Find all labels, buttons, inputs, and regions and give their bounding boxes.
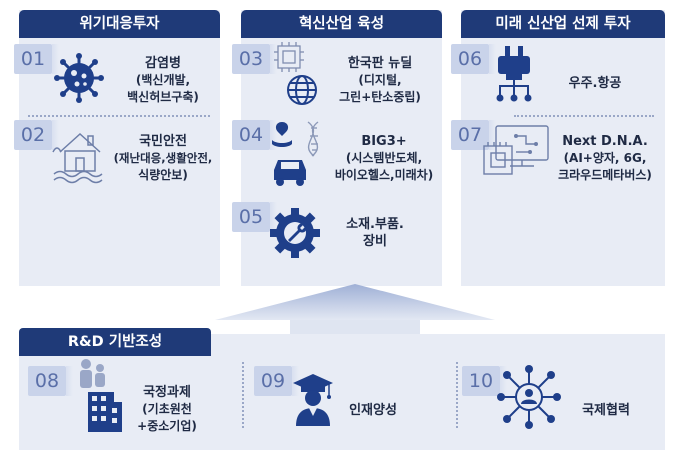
item-detail-04b: 바이오헬스,미래차) xyxy=(334,168,434,182)
item-label-10: 국제협력 xyxy=(566,402,646,419)
item-detail-08a: (기초원천 xyxy=(142,402,192,416)
column-title-innovation-industry: 혁신산업 육성 xyxy=(241,10,442,38)
house-flood-icon xyxy=(52,132,103,184)
item-title-10: 국제협력 xyxy=(582,403,630,418)
item-detail-01a: (백신개발, xyxy=(135,73,191,87)
item-detail-05: 장비 xyxy=(363,234,387,249)
gear-wrench-icon xyxy=(270,208,320,258)
item-label-03: 한국판 뉴딜 (디지털, 그린+탄소중립) xyxy=(322,55,438,106)
item-title-08: 국정과제 xyxy=(143,385,191,400)
item-label-07: Next D.N.A. (AI+양자, 6G, 크라우드메타버스) xyxy=(548,133,662,184)
item-number-07: 07 xyxy=(451,120,496,150)
circuit-board-icon xyxy=(483,125,549,175)
item-title-06: 우주.항공 xyxy=(568,76,622,91)
item-number-03: 03 xyxy=(232,44,277,74)
separator-06 xyxy=(514,115,654,117)
item-number-08: 08 xyxy=(28,366,73,396)
rocket-icon xyxy=(496,46,532,102)
item-detail-03a: (디지털, xyxy=(358,73,402,87)
chip-globe-icon xyxy=(274,42,317,105)
graduate-icon xyxy=(293,374,333,426)
item-number-02: 02 xyxy=(14,120,59,150)
item-number-01: 01 xyxy=(14,44,59,74)
vertical-separator-1 xyxy=(242,362,244,428)
item-title-09: 인재양성 xyxy=(349,403,397,418)
item-label-02: 국민안전 (재난대응,생활안전, 식량안보) xyxy=(106,133,220,184)
item-label-05: 소재.부품. 장비 xyxy=(330,216,420,250)
item-label-06: 우주.항공 xyxy=(540,75,650,92)
vertical-separator-2 xyxy=(456,362,458,428)
item-detail-02b: 식량안보) xyxy=(138,168,188,182)
item-label-08: 국정과제 (기초원천 +중소기업) xyxy=(124,384,210,435)
item-number-06: 06 xyxy=(451,44,496,74)
virus-icon xyxy=(54,53,104,103)
item-title-04: BIG3+ xyxy=(361,134,407,149)
item-detail-02a: (재난대응,생활안전, xyxy=(113,151,213,165)
item-title-03: 한국판 뉴딜 xyxy=(347,56,413,71)
item-title-01: 감염병 xyxy=(145,56,181,71)
item-detail-08b: +중소기업) xyxy=(137,419,197,433)
item-title-05: 소재.부품. xyxy=(346,217,404,232)
separator-01 xyxy=(28,115,210,117)
item-detail-01b: 백신허브구축) xyxy=(127,90,199,104)
network-icon xyxy=(497,365,561,429)
item-number-05: 05 xyxy=(232,202,277,232)
upward-arrow-shape xyxy=(215,284,495,334)
column-title-crisis-response: 위기대응투자 xyxy=(19,10,220,38)
item-detail-03b: 그린+탄소중립) xyxy=(339,90,421,104)
bottom-title-rnd: R&D 기반조성 xyxy=(19,328,211,356)
item-number-04: 04 xyxy=(232,120,277,150)
item-label-01: 감염병 (백신개발, 백신허브구축) xyxy=(108,55,218,106)
dna-car-icon xyxy=(272,121,319,186)
column-title-future-industry: 미래 신산업 선제 투자 xyxy=(461,10,665,38)
item-number-10: 10 xyxy=(462,366,507,396)
item-title-07: Next D.N.A. xyxy=(562,134,648,149)
item-label-04: BIG3+ (시스템반도체, 바이오헬스,미래차) xyxy=(326,133,442,184)
building-people-icon xyxy=(80,359,122,432)
item-number-09: 09 xyxy=(254,366,299,396)
item-detail-04a: (시스템반도체, xyxy=(345,151,423,165)
item-title-02: 국민안전 xyxy=(139,134,187,149)
item-detail-07b: 크라우드메타버스) xyxy=(558,168,652,182)
item-label-09: 인재양성 xyxy=(336,402,410,419)
item-detail-07a: (AI+양자, 6G, xyxy=(563,151,647,165)
